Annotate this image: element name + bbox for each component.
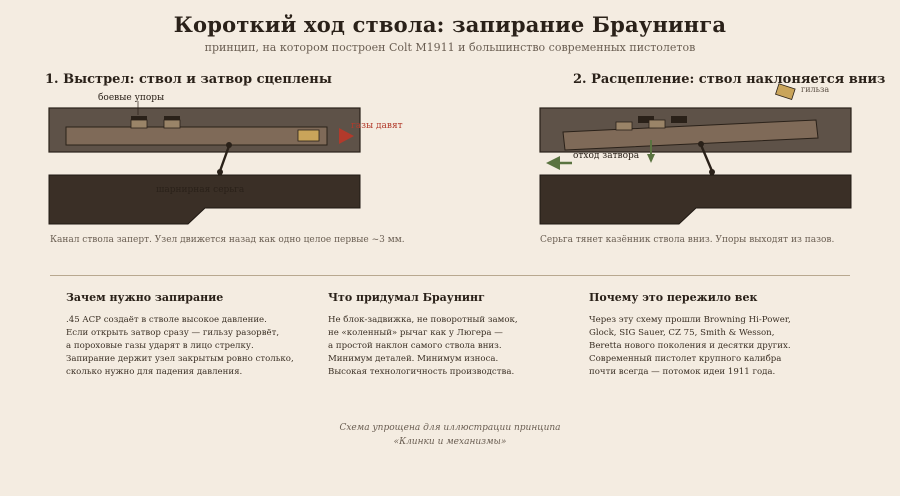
- link-pivot-bottom: [709, 169, 715, 175]
- panel-right-title: 2. Расцепление: ствол наклоняется вниз: [573, 72, 886, 87]
- gas-arrow: [339, 128, 354, 144]
- column-line: Современный пистолет крупного калибра: [589, 354, 782, 364]
- panel-left-caption: Канал ствола заперт. Узел движется назад…: [50, 235, 405, 245]
- left-mechanism: [48, 101, 361, 225]
- column-heading: Зачем нужно запирание: [66, 291, 224, 304]
- frame: [48, 174, 361, 225]
- barrel-down-arrow-head: [647, 154, 655, 163]
- slide-back-arrow-head: [546, 156, 560, 170]
- column-browning-idea: Что придумал Браунинг Не блок-задвижка, …: [328, 291, 578, 379]
- column-legacy: Почему это пережило век Через эту схему …: [589, 291, 839, 379]
- right-mechanism: [539, 83, 852, 225]
- column-line: Минимум деталей. Минимум износа.: [328, 354, 499, 364]
- lug: [130, 119, 148, 129]
- link-pivot-top: [698, 141, 704, 147]
- column-line: Beretta нового поколения и десятки други…: [589, 341, 791, 351]
- footer-source: «Клинки и механизмы»: [393, 437, 507, 447]
- column-line: а простой наклон самого ствола вниз.: [328, 341, 502, 351]
- page-title: Короткий ход ствола: запирание Браунинга: [173, 12, 727, 37]
- lug: [615, 121, 633, 131]
- column-line: Glock, SIG Sauer, CZ 75, Smith & Wesson,: [589, 328, 775, 338]
- label-link: шарнирная серьга: [156, 185, 245, 195]
- column-line: Если открыть затвор сразу — гильзу разор…: [66, 328, 280, 338]
- page-subtitle: принцип, на котором построен Colt M1911 …: [204, 41, 696, 54]
- column-heading: Что придумал Браунинг: [328, 291, 485, 304]
- column-line: Через эту схему прошли Browning Hi-Power…: [589, 315, 791, 325]
- column-heading: Почему это пережило век: [589, 291, 758, 304]
- column-why-locking: Зачем нужно запирание .45 ACP создаёт в …: [66, 291, 316, 379]
- column-line: Высокая технологичность производства.: [328, 367, 515, 377]
- link-pivot-bottom: [217, 169, 223, 175]
- barrel-tilted: [562, 119, 819, 151]
- section-divider: [50, 275, 850, 276]
- ejected-casing: [775, 83, 796, 100]
- link-pivot-top: [226, 142, 232, 148]
- cartridge: [297, 129, 320, 142]
- column-line: Запирание держит узел закрытым ровно сто…: [66, 354, 294, 364]
- panel-right-caption: Серьга тянет казённик ствола вниз. Упоры…: [540, 235, 835, 245]
- frame: [539, 174, 852, 225]
- column-line: Не блок-задвижка, не поворотный замок,: [328, 315, 518, 325]
- lug-slot: [164, 116, 180, 121]
- column-line: не «коленный» рычаг как у Люгера —: [328, 328, 503, 338]
- column-line: .45 ACP создаёт в стволе высокое давлени…: [66, 315, 267, 325]
- panel-left-title: 1. Выстрел: ствол и затвор сцеплены: [45, 72, 332, 87]
- label-lugs: боевые упоры: [98, 92, 164, 103]
- link: [699, 144, 714, 172]
- link: [218, 145, 231, 172]
- lug-slot: [671, 116, 687, 123]
- barrel-locked: [65, 126, 328, 146]
- label-gases: газы давят: [351, 121, 403, 131]
- lug-slot: [131, 116, 147, 121]
- column-line: почти всегда — потомок идеи 1911 года.: [589, 367, 776, 377]
- column-line: а пороховые газы ударят в лицо стрелку.: [66, 341, 254, 351]
- lug-slot: [638, 116, 654, 123]
- label-casing: гильза: [801, 85, 829, 94]
- lug: [648, 119, 666, 129]
- footer-note: Схема упрощена для иллюстрации принципа: [339, 423, 561, 433]
- label-slide-back: отход затвора: [573, 151, 640, 161]
- lug: [163, 119, 181, 129]
- column-line: сколько нужно для падения давления.: [66, 367, 243, 377]
